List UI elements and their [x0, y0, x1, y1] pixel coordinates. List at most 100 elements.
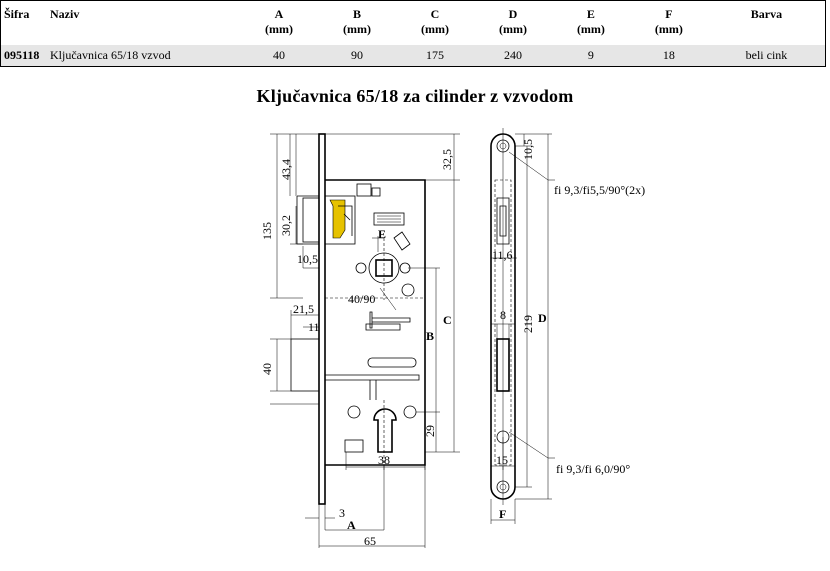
- screw-hole-right: [403, 405, 417, 419]
- faceplate: [318, 133, 326, 505]
- dim-line-15: [491, 437, 515, 470]
- bottom-tab: [344, 439, 364, 453]
- dim-line-40: [270, 338, 319, 405]
- dim-65: 65: [364, 534, 376, 548]
- cylinder-cutout: [373, 408, 397, 453]
- dim-hole-top: fi 9,3/fi5,5/90°(2x): [554, 183, 645, 197]
- cell-a: 40: [272, 48, 285, 62]
- dim-32-5: 32,5: [440, 149, 454, 170]
- front-view: [290, 133, 426, 505]
- lock-case: [325, 179, 426, 466]
- ext-lines-bottom: [318, 465, 426, 548]
- header-c-label: C: [430, 7, 440, 21]
- spec-table: Šifra Naziv A(mm) B(mm) C(mm) D(mm) E(mm…: [0, 0, 826, 67]
- dim-11: 11: [308, 320, 320, 334]
- header-e-label: E: [586, 7, 595, 21]
- dim-line-d: [515, 134, 552, 500]
- dim-38: 38: [378, 453, 390, 467]
- header-b-unit: (mm): [342, 22, 371, 36]
- screw-hole-left: [347, 405, 361, 419]
- letter-f: F: [499, 507, 506, 521]
- lower-slot: [367, 357, 417, 368]
- dim-line-b: [408, 267, 440, 413]
- dim-hole-bottom: fi 9,3/fi 6,0/90°: [556, 462, 630, 476]
- cell-f: 18: [662, 48, 675, 62]
- dim-11-6: 11,6: [492, 248, 513, 262]
- dim-line-10-5-right: [515, 133, 552, 147]
- header-f-unit: (mm): [654, 22, 683, 36]
- latch-lever: [338, 205, 353, 236]
- guide-bar: [325, 374, 420, 381]
- latch-bolt-body: [302, 197, 320, 243]
- header-code: Šifra: [4, 7, 30, 21]
- latch-spring: [329, 199, 346, 239]
- slot-ribs: [377, 215, 401, 223]
- header-b: B(mm): [318, 1, 396, 46]
- cell-d: 240: [503, 48, 522, 62]
- case-tab-2: [371, 187, 381, 197]
- header-f: F(mm): [630, 1, 708, 46]
- latch-opening: [496, 197, 510, 245]
- angle-leader: [379, 287, 397, 311]
- cell-code: 095118: [4, 48, 40, 62]
- dim-line-219: [515, 146, 532, 488]
- cross-bar-upper: [369, 311, 411, 329]
- header-a-unit: (mm): [265, 22, 293, 36]
- table-row: 095118 Ključavnica 65/18 vzvod 40 90 175…: [0, 45, 826, 67]
- angled-slot: [393, 231, 411, 251]
- guide-stem: [369, 380, 377, 400]
- header-f-label: F: [665, 7, 673, 21]
- dim-line-f: [490, 499, 516, 524]
- letter-b: B: [426, 329, 434, 343]
- deadbolt: [290, 338, 320, 392]
- dim-line-e: [372, 236, 384, 252]
- header-d-label: D: [508, 7, 518, 21]
- header-c-unit: (mm): [420, 22, 449, 36]
- dim-10-5-right: 10,5: [521, 139, 535, 160]
- ext-lines-top: [270, 133, 319, 299]
- header-e: E(mm): [552, 1, 630, 46]
- case-hidden-outline: [494, 179, 512, 466]
- cell-c: 175: [425, 48, 444, 62]
- header-name: Naziv: [50, 7, 80, 21]
- dim-40: 40: [260, 363, 274, 375]
- letter-c: C: [443, 313, 452, 327]
- dim-219: 219: [521, 315, 535, 333]
- dim-angle: 40/90: [348, 292, 375, 306]
- letter-e: E: [378, 227, 386, 241]
- header-color: Barva: [750, 7, 783, 21]
- front-dimensions: 135 43,4 30,2 10,5 21,5 11 40 32,5 C B 2…: [260, 133, 460, 548]
- dim-10-5-left: 10,5: [297, 252, 318, 266]
- latch-mechanism: [324, 195, 356, 245]
- small-hole: [401, 283, 415, 297]
- dim-29: 29: [423, 425, 437, 437]
- dim-line-8: [491, 323, 515, 339]
- dim-43-4: 43,4: [279, 159, 293, 180]
- leader-hole-bottom: [508, 431, 555, 459]
- dim-line-21-5: [290, 310, 319, 339]
- dim-15: 15: [496, 453, 508, 467]
- header-d-unit: (mm): [498, 22, 527, 36]
- cell-b: 90: [350, 48, 363, 62]
- dim-30-2: 30,2: [279, 215, 293, 236]
- dim-135: 135: [260, 222, 274, 240]
- dim-8: 8: [500, 308, 506, 322]
- top-slot: [373, 212, 405, 226]
- case-tab: [356, 183, 372, 197]
- letter-a: A: [347, 518, 356, 532]
- cell-name: Ključavnica 65/18 vzvod: [50, 48, 171, 62]
- faceplate-dimensions: 10,5 fi 9,3/fi5,5/90°(2x) 11,6 8 219 D 1…: [490, 133, 645, 524]
- cell-e: 9: [587, 48, 594, 62]
- dim-21-5: 21,5: [293, 302, 314, 316]
- dim-line-30-2: [290, 206, 303, 245]
- header-a-label: A: [274, 7, 284, 21]
- dim-line-c: [425, 180, 460, 453]
- dim-line-10-5: [302, 246, 319, 269]
- drawing-title: Ključavnica 65/18 za cilinder z vzvodom: [256, 86, 574, 106]
- header-e-unit: (mm): [576, 22, 605, 36]
- letter-d: D: [538, 311, 547, 325]
- header-d: D(mm): [474, 1, 552, 46]
- case-hole-left: [355, 262, 367, 274]
- header-c: C(mm): [396, 1, 474, 46]
